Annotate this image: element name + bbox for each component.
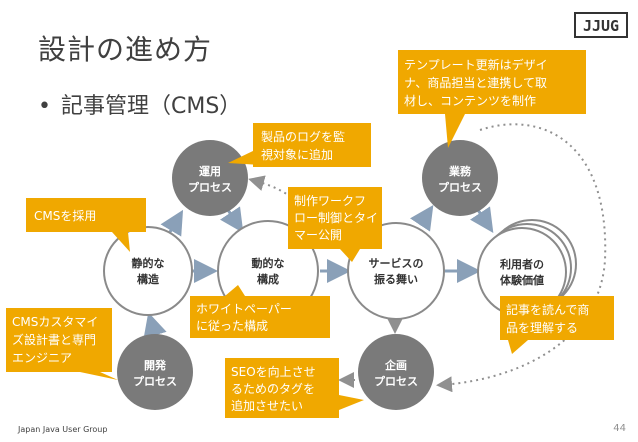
node-operations-line2: プロセス xyxy=(188,180,232,194)
callout-whitepaper-line1: ホワイトペーパー xyxy=(196,302,292,316)
node-business-line2: プロセス xyxy=(438,180,482,194)
callout-whitepaper: ホワイトペーパー に従った構成 xyxy=(190,285,330,338)
node-planning-line2: プロセス xyxy=(374,374,418,388)
jjug-logo: JJUG xyxy=(574,12,628,38)
callout-workflow-line3: マー公開 xyxy=(294,228,342,242)
node-service-line1: サービスの xyxy=(369,256,424,270)
footer-org: Japan Java User Group xyxy=(18,425,108,434)
node-static-line2: 構造 xyxy=(137,272,160,286)
node-development-line1: 開発 xyxy=(144,358,167,372)
dotted-arrow-experience-to-planning xyxy=(436,123,607,393)
callout-seo-line3: 追加させたい xyxy=(231,398,303,413)
callout-workflow-line2: ロー制御とタイ xyxy=(294,210,378,225)
node-development-line2: プロセス xyxy=(133,374,177,388)
dotted-flows xyxy=(248,123,607,393)
logo-frame xyxy=(574,12,628,38)
callout-workflow: 制作ワークフ ロー制御とタイ マー公開 xyxy=(288,187,382,262)
node-dynamic-line1: 動的な xyxy=(252,256,285,270)
node-operations-line1: 運用 xyxy=(199,165,221,178)
node-experience-line2: 体験価値 xyxy=(500,273,544,287)
slide-title: 設計の進め方 xyxy=(38,33,213,66)
callout-workflow-line1: 制作ワークフ xyxy=(294,194,366,208)
bullet-item: • 記事管理（CMS） xyxy=(38,88,241,120)
node-static-line1: 静的な xyxy=(132,256,165,270)
page-number: 44 xyxy=(613,423,626,434)
callout-template-line3: 材し、コンテンツを制作 xyxy=(404,94,536,108)
callout-read-line1: 記事を読んで商 xyxy=(506,302,589,317)
callout-adopt-cms-line1: CMSを採用 xyxy=(34,209,96,223)
arrow-development-to-static xyxy=(143,312,167,339)
callout-seo: SEOを向上させ るためのタグを 追加させたい xyxy=(225,358,364,418)
node-experience-line1: 利用者の xyxy=(500,257,544,271)
callout-custom-engineer: CMSカスタマイ ズ設計書と専門 エンジニア xyxy=(6,308,118,380)
callout-log-line2: 視対象に追加 xyxy=(261,147,333,162)
node-static-structure: 静的な 構造 xyxy=(103,226,193,316)
arrow-business-to-experience xyxy=(470,206,494,233)
callout-template-update: テンプレート更新はデザイ ナ、商品担当と連携して取 材し、コンテンツを制作 xyxy=(398,50,586,148)
node-planning-line1: 企画 xyxy=(384,358,407,372)
node-operations: 運用 プロセス xyxy=(172,140,248,216)
callout-engineer-line3: エンジニア xyxy=(12,351,72,365)
bullet-dot-icon: • xyxy=(38,94,51,119)
callout-seo-line1: SEOを向上させ xyxy=(231,364,316,379)
callout-adopt-cms: CMSを採用 xyxy=(26,198,146,252)
node-service-line2: 振る舞い xyxy=(374,272,418,286)
callout-log-monitoring: 製品のログを監 視対象に追加 xyxy=(228,123,371,167)
callout-whitepaper-line2: に従った構成 xyxy=(196,319,268,333)
callout-seo-line2: るためのタグを xyxy=(231,382,315,396)
node-development: 開発 プロセス xyxy=(117,334,193,410)
callout-template-line2: ナ、商品担当と連携して取 xyxy=(404,75,547,90)
callout-template-line1: テンプレート更新はデザイ xyxy=(404,57,548,72)
callout-engineer-line1: CMSカスタマイ xyxy=(12,315,98,329)
arrow-operations-to-dynamic xyxy=(220,206,244,233)
logo-text: JJUG xyxy=(583,17,619,35)
callout-read-article: 記事を読んで商 品を理解する xyxy=(500,296,614,354)
callout-read-line2: 品を理解する xyxy=(506,321,578,335)
arrow-static-to-operations xyxy=(160,209,184,237)
node-business-line1: 業務 xyxy=(448,164,472,178)
node-business: 業務 プロセス xyxy=(422,140,498,216)
arrow-service-to-business xyxy=(410,205,434,232)
bullet-text: 記事管理（CMS） xyxy=(60,94,242,119)
node-dynamic-line2: 構成 xyxy=(257,272,279,286)
callout-log-line1: 製品のログを監 xyxy=(261,129,345,144)
node-planning: 企画 プロセス xyxy=(358,334,434,410)
callout-engineer-line2: ズ設計書と専門 xyxy=(12,332,96,347)
